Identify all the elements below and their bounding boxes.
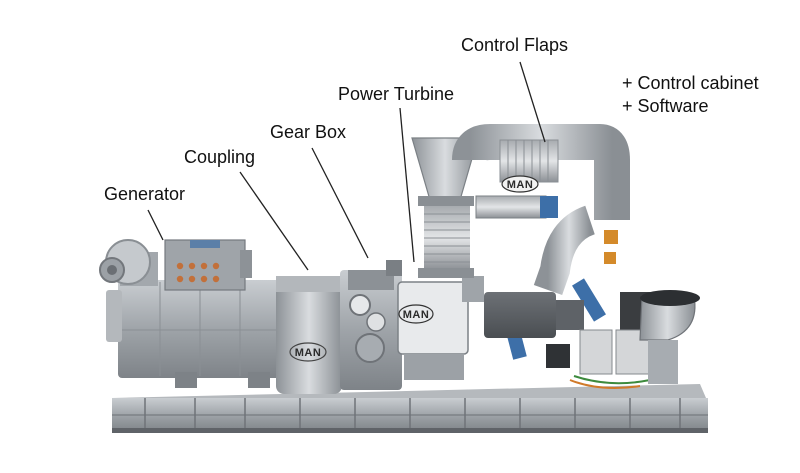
label-coupling: Coupling	[184, 147, 256, 167]
control-flaps: MAN	[452, 124, 630, 360]
leader-lines	[147, 61, 546, 271]
coupling-leader	[239, 171, 309, 271]
label-control-flaps: Control Flaps	[461, 35, 569, 55]
label-power-turbine: Power Turbine	[338, 84, 455, 104]
extra-software: + Software	[622, 96, 709, 116]
extra-control-cabinet: + Control cabinet	[622, 73, 759, 93]
coupling: MAN	[276, 276, 342, 394]
generator	[99, 239, 290, 388]
flaps-brand-logo: MAN	[507, 179, 534, 191]
auxiliary-equipment	[484, 292, 661, 389]
coupling-brand-logo: MAN	[295, 347, 322, 359]
power-turbine-leader	[399, 107, 415, 263]
label-gear-box: Gear Box	[270, 122, 347, 142]
generator-leader	[147, 209, 164, 241]
gear-box-leader	[311, 147, 369, 259]
outlet-volute	[639, 290, 700, 384]
power-turbine: MAN	[397, 276, 484, 380]
turbine-brand-logo: MAN	[403, 309, 430, 321]
base-frame	[112, 384, 708, 433]
gear-box	[340, 260, 402, 390]
control-flaps-leader	[519, 61, 546, 143]
label-generator: Generator	[104, 184, 186, 204]
extras-list: + Control cabinet + Software	[622, 72, 759, 118]
